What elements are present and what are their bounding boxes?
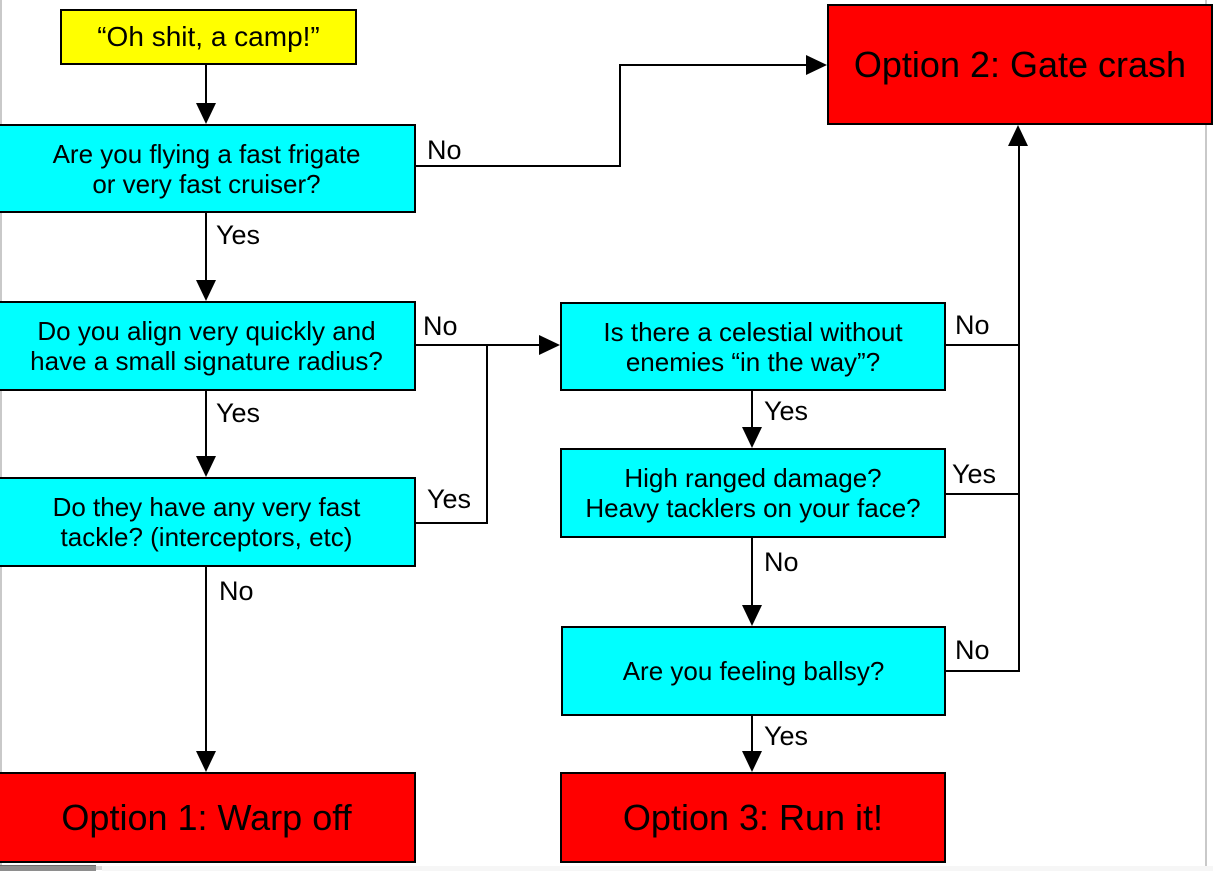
edge-fast-ship-yes-arrowhead-icon <box>196 280 216 301</box>
start-node: “Oh shit, a camp!” <box>60 9 357 65</box>
page-edge-left-line <box>0 0 2 871</box>
edge-damage-no-line <box>751 538 753 606</box>
decision-celestial: Is there a celestial without enemies “in… <box>560 302 946 391</box>
option-warp-off: Option 1: Warp off <box>0 772 416 863</box>
option-gate-crash-text: Option 2: Gate crash <box>853 43 1187 85</box>
edge-ballsy-no-line <box>946 670 1020 672</box>
option-warp-off-text: Option 1: Warp off <box>61 796 352 838</box>
edge-start-to-fast-ship-line <box>205 65 207 105</box>
edge-align-no-arrowhead-icon <box>539 335 560 355</box>
edge-tackle-no-line <box>205 567 207 752</box>
edge-tackle-yes-v-line <box>486 344 488 524</box>
decision-celestial-line2: enemies “in the way”? <box>625 346 881 377</box>
edge-rail-to-gate-crash-line <box>1018 146 1020 672</box>
decision-fast-ship: Are you flying a fast frigate or very fa… <box>0 124 416 213</box>
decision-align-sig-line1: Do you align very quickly and <box>37 316 376 346</box>
decision-align-sig: Do you align very quickly and have a sma… <box>0 301 416 391</box>
edge-fast-ship-no-h1-line <box>416 165 621 167</box>
horizontal-scrollbar-track-mark <box>96 866 102 870</box>
edge-celestial-yes-arrowhead-icon <box>742 427 762 448</box>
edge-start-to-fast-ship-arrowhead-icon <box>196 103 216 124</box>
decision-high-damage-line1: High ranged damage? <box>624 463 882 493</box>
edge-ballsy-yes-line <box>751 716 753 752</box>
start-node-text: “Oh shit, a camp!” <box>97 21 320 52</box>
edge-label-no: No <box>423 311 458 341</box>
decision-fast-tackle-line2: tackle? (interceptors, etc) <box>60 522 353 552</box>
edge-damage-yes-line <box>946 493 1020 495</box>
edge-celestial-yes-line <box>751 391 753 428</box>
edge-align-yes-line <box>205 391 207 457</box>
edge-label-yes: Yes <box>427 484 472 514</box>
edge-rail-to-gate-crash-arrowhead-icon <box>1008 125 1028 146</box>
edge-celestial-no-line <box>946 344 1020 346</box>
decision-fast-ship-line2: or very fast cruiser? <box>92 168 321 199</box>
decision-fast-tackle-line1: Do they have any very fast <box>52 492 361 522</box>
decision-high-damage-line2: Heavy tacklers on your face? <box>585 493 921 523</box>
edge-align-no-h-line <box>416 344 539 346</box>
edge-ballsy-yes-arrowhead-icon <box>742 751 762 772</box>
decision-celestial-line1: Is there a celestial without <box>603 316 903 347</box>
option-run-it: Option 3: Run it! <box>560 772 946 863</box>
edge-fast-ship-no-v-line <box>619 64 621 167</box>
option-gate-crash: Option 2: Gate crash <box>827 4 1213 125</box>
edge-label-yes: Yes <box>952 459 997 489</box>
edge-label-yes: Yes <box>764 396 809 426</box>
edge-label-no: No <box>427 135 462 165</box>
bottom-edge-strip <box>102 866 1213 871</box>
decision-ballsy: Are you feeling ballsy? <box>561 626 946 716</box>
edge-label-yes: Yes <box>216 220 261 250</box>
decision-high-damage: High ranged damage? Heavy tacklers on yo… <box>560 448 946 538</box>
edge-damage-no-arrowhead-icon <box>742 605 762 626</box>
horizontal-scrollbar-thumb[interactable] <box>0 865 96 871</box>
decision-ballsy-text: Are you feeling ballsy? <box>622 656 885 686</box>
edge-label-no: No <box>764 547 799 577</box>
edge-label-no: No <box>955 635 990 665</box>
edge-label-yes: Yes <box>764 721 809 751</box>
edge-align-yes-arrowhead-icon <box>196 456 216 477</box>
edge-fast-ship-no-arrowhead-icon <box>806 55 827 75</box>
edge-fast-ship-no-h2-line <box>619 64 808 66</box>
decision-fast-tackle: Do they have any very fast tackle? (inte… <box>0 477 416 567</box>
edge-label-no: No <box>955 310 990 340</box>
edge-label-yes: Yes <box>216 398 261 428</box>
edge-fast-ship-yes-line <box>205 213 207 282</box>
decision-fast-ship-line1: Are you flying a fast frigate <box>52 138 361 169</box>
edge-tackle-yes-h-line <box>416 522 488 524</box>
edge-tackle-no-arrowhead-icon <box>196 751 216 772</box>
page-edge-right-line <box>1205 0 1207 871</box>
decision-align-sig-line2: have a small signature radius? <box>30 346 383 376</box>
edge-label-no: No <box>219 576 254 606</box>
option-run-it-text: Option 3: Run it! <box>622 796 884 838</box>
